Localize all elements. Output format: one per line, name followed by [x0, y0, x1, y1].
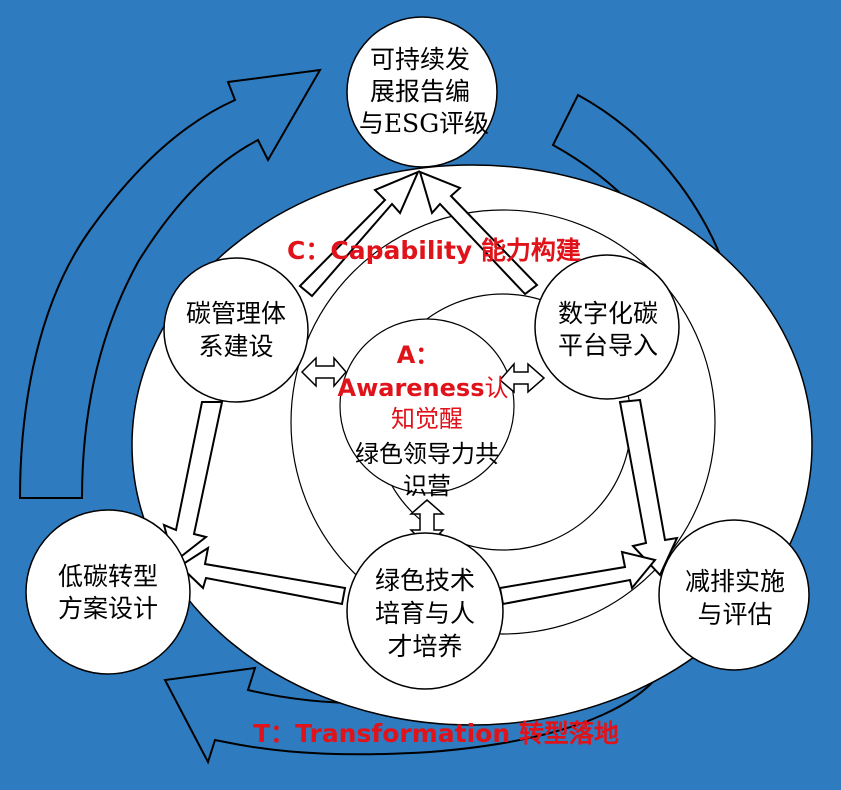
node-digital: [534, 254, 680, 400]
awareness-tail2: 知觉醒: [391, 405, 463, 433]
node-reduction-line1: 减排实施: [685, 567, 785, 596]
node-carbon-mgmt-line2: 系建设: [198, 332, 273, 361]
node-esg-line1: 可持续发: [370, 45, 470, 74]
node-low-carbon-line1: 低碳转型: [58, 562, 158, 591]
awareness-line: Awareness认: [338, 374, 509, 402]
node-esg-line3: 与ESG评级: [359, 109, 489, 138]
node-green-tech: [346, 532, 504, 690]
cycle-arrow-left-top: [18, 68, 322, 499]
arrow-greentech-to-reduction: [498, 550, 657, 606]
node-reduction: [658, 519, 810, 671]
node-green-tech-line2: 培育与人: [375, 599, 475, 628]
node-digital-line1: 数字化碳: [558, 299, 658, 328]
node-reduction-line2: 与评估: [697, 600, 772, 629]
node-carbon-mgmt: [163, 257, 309, 403]
node-esg-line2: 展报告编: [370, 77, 470, 106]
awareness-head: A：: [397, 341, 440, 369]
awareness-tail1: 认: [485, 374, 509, 402]
node-low-carbon-line2: 方案设计: [58, 594, 158, 623]
arrow-digital-to-esg: [418, 170, 539, 296]
double-arrow-left: [300, 355, 347, 389]
node-carbon-mgmt-line1: 碳管理体: [186, 299, 286, 328]
node-green-tech-line3: 才培养: [387, 632, 462, 661]
node-green-tech-line1: 绿色技术: [375, 566, 475, 595]
arrow-greentech-to-lowcarbon: [178, 545, 347, 606]
arrow-carbon-to-esg: [298, 170, 420, 298]
flow-arrows: [162, 170, 679, 606]
double-arrow-right: [498, 362, 546, 394]
awareness-word: Awareness: [338, 374, 485, 402]
node-low-carbon: [25, 509, 191, 675]
node-esg: [346, 16, 498, 168]
capability-label: C：Capability 能力构建: [287, 236, 581, 265]
arrow-carbon-to-lowcarbon: [162, 401, 224, 564]
arrow-digital-to-reduction: [618, 398, 679, 577]
node-digital-line2: 平台导入: [558, 331, 658, 360]
core-line1: 绿色领导力共: [355, 440, 499, 468]
transformation-label: T：Transformation 转型落地: [253, 719, 619, 748]
core-circle: [339, 318, 515, 494]
core-line2: 识营: [403, 472, 451, 500]
core-double-arrows: [300, 355, 546, 548]
